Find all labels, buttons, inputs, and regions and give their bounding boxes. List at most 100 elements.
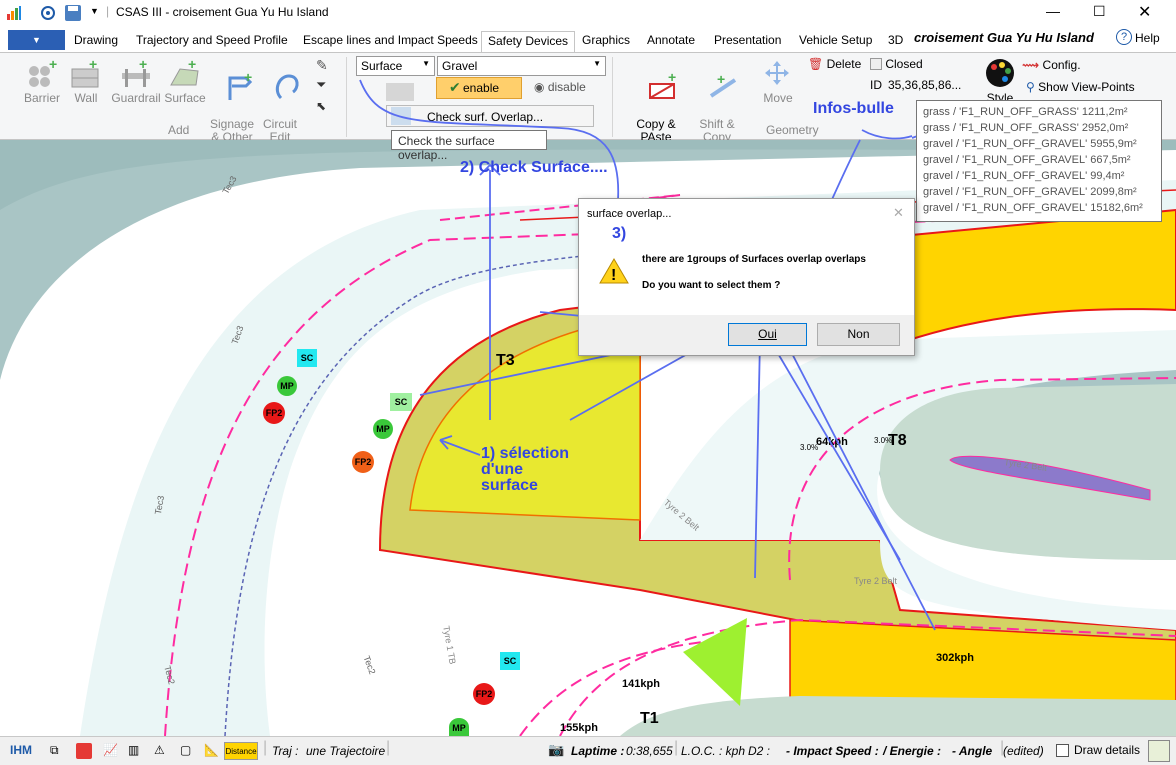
trash-icon: 🗑 (808, 57, 824, 71)
camera-icon[interactable]: 📷 (548, 742, 565, 757)
magic-wand-icon[interactable]: ✎ (316, 57, 328, 73)
tab-trajectory[interactable]: Trajectory and Speed Profile (136, 33, 288, 47)
device-type-select[interactable]: Surface▼ (356, 56, 435, 76)
energie-label: / Energie : (883, 744, 942, 758)
graph-icon[interactable]: ⚠ (154, 743, 165, 757)
distance-button[interactable]: Distance (224, 742, 258, 760)
speed-label: 302kph (936, 652, 974, 664)
tooltip-row: gravel / 'F1_RUN_OFF_GRAVEL' 5955,9m² (923, 138, 1137, 150)
status-bar: IHM ⧉ 📈 ▥ ⚠ ▢ 📐 Distance | Traj : une Tr… (0, 736, 1176, 765)
svg-text:!: ! (611, 267, 616, 284)
traj-label: Traj : (272, 744, 299, 758)
menu-check-surf-overlap[interactable]: Check surf. Overlap... (427, 110, 544, 124)
tooltip-row: grass / 'F1_RUN_OFF_GRASS' 1211,2m² (923, 106, 1128, 118)
chevron-down-icon: ▼ (593, 59, 601, 68)
barrier-button[interactable]: + Barrier (23, 56, 60, 105)
marker-mp[interactable]: MP (449, 718, 469, 736)
save-icon[interactable] (64, 4, 82, 22)
check-icon: ✔ (449, 79, 461, 95)
tab-presentation[interactable]: Presentation (714, 33, 782, 47)
marker-mp[interactable]: MP (277, 376, 297, 396)
filter-icon[interactable]: ⏷ (316, 77, 327, 92)
annotation-step3: 3) (612, 225, 627, 242)
ruler-icon[interactable]: 📐 (204, 743, 219, 757)
check-tool-button[interactable] (386, 83, 414, 101)
tab-escape-lines[interactable]: Escape lines and Impact Speeds (303, 33, 478, 47)
app-logo-icon (7, 6, 21, 20)
add-group-label: Add (168, 123, 190, 137)
tab-graphics[interactable]: Graphics (582, 33, 631, 47)
id-value: 35,36,85,86... (888, 78, 962, 92)
config-icon: ⟿ (1022, 58, 1040, 72)
tab-safety-devices[interactable]: Safety Devices (481, 31, 576, 52)
config-button[interactable]: ⟿ Config. (1022, 58, 1081, 72)
file-menu-button[interactable]: ▼ (8, 30, 65, 50)
annotation-check-surface: 2) Check Surface.... (460, 159, 608, 176)
warning-icon: ! (599, 258, 629, 284)
marker-sc[interactable]: SC (297, 349, 317, 367)
signage-button[interactable]: + Signage & Other (209, 69, 255, 144)
style-button[interactable]: Style (980, 57, 1020, 105)
d2-label: D2 : (748, 744, 771, 758)
draw-details-checkbox[interactable] (1056, 744, 1069, 757)
frame-icon[interactable]: ▢ (180, 743, 192, 757)
quick-access-dropdown-icon[interactable]: ▼ (90, 6, 99, 16)
chart-icon[interactable]: 📈 (103, 743, 118, 757)
svg-text:+: + (717, 71, 725, 87)
svg-text:+: + (139, 57, 147, 72)
tooltip-row: gravel / 'F1_RUN_OFF_GRAVEL' 15182,6m² (923, 202, 1143, 214)
tab-vehicle-setup[interactable]: Vehicle Setup (799, 33, 873, 47)
dialog-close-icon[interactable]: ✕ (893, 205, 904, 220)
bar-chart-icon[interactable]: ▥ (128, 743, 140, 757)
tyre-label: Tyre 2 Belt (854, 576, 898, 586)
tab-3d[interactable]: 3D (888, 33, 904, 47)
material-select[interactable]: Gravel▼ (437, 56, 606, 76)
marker-fp2[interactable]: FP2 (473, 683, 495, 705)
svg-text:+: + (188, 57, 196, 72)
chevron-down-icon: ▼ (422, 59, 430, 68)
id-label: ID (870, 78, 882, 92)
no-button[interactable]: Non (817, 323, 900, 346)
svg-text:+: + (244, 70, 252, 85)
window-title: CSAS III - croisement Gua Yu Hu Island (116, 5, 329, 19)
settings-gear-icon[interactable] (40, 5, 56, 21)
speed-label: 141kph (622, 678, 660, 690)
move-button[interactable]: Move (756, 57, 800, 105)
close-button[interactable]: ✕ (1138, 4, 1152, 21)
minimize-button[interactable]: — (1046, 3, 1060, 19)
yes-button[interactable]: Oui (728, 323, 807, 346)
delete-button[interactable]: 🗑 Delete (808, 57, 862, 71)
guardrail-button[interactable]: + Guardrail (111, 56, 161, 105)
tab-drawing[interactable]: Drawing (74, 33, 119, 47)
ribbon: + Barrier + Wall + Guardrail + Surface +… (0, 52, 1176, 162)
svg-text:+: + (49, 57, 57, 72)
help-link[interactable]: Help (1135, 31, 1160, 45)
help-icon[interactable]: ? (1116, 29, 1132, 45)
speed-label: 155kph (560, 722, 598, 734)
surface-button[interactable]: + Surface (164, 56, 206, 105)
view-grid-icon[interactable] (1148, 740, 1170, 762)
marker-fp2[interactable]: FP2 (352, 451, 374, 473)
copy-paste-icon: + (648, 69, 676, 99)
show-viewpoints-button[interactable]: ⚲ Show View-Points (1026, 80, 1135, 94)
tab-annotate[interactable]: Annotate (647, 33, 696, 47)
copy-paste-button[interactable]: + Copy & PAste (626, 57, 686, 170)
ihm-label[interactable]: IHM (10, 743, 32, 757)
maximize-button[interactable]: ☐ (1093, 3, 1106, 19)
disable-button[interactable]: ◉ disable (534, 80, 586, 94)
marker-sc[interactable]: SC (500, 652, 520, 670)
marker-fp2[interactable]: FP2 (263, 402, 285, 424)
wall-button[interactable]: + Wall (68, 56, 104, 105)
move-icon (765, 61, 789, 85)
ribbon-tab-bar: ▼ Drawing Trajectory and Speed Profile E… (0, 28, 1176, 52)
enable-button[interactable]: ✔enable (436, 77, 522, 99)
layers-icon[interactable]: ⧉ (50, 743, 59, 757)
surface-icon: + (170, 56, 199, 86)
cube-icon[interactable] (76, 743, 92, 759)
annotation-infos-bulle: Infos-bulle (813, 100, 894, 117)
closed-checkbox[interactable]: Closed (870, 57, 923, 71)
marker-sc[interactable]: SC (390, 393, 412, 411)
marker-mp[interactable]: MP (373, 419, 393, 439)
select-lock-icon[interactable]: ⬉ (316, 99, 327, 113)
tooltip-row: gravel / 'F1_RUN_OFF_GRAVEL' 99,4m² (923, 170, 1125, 182)
